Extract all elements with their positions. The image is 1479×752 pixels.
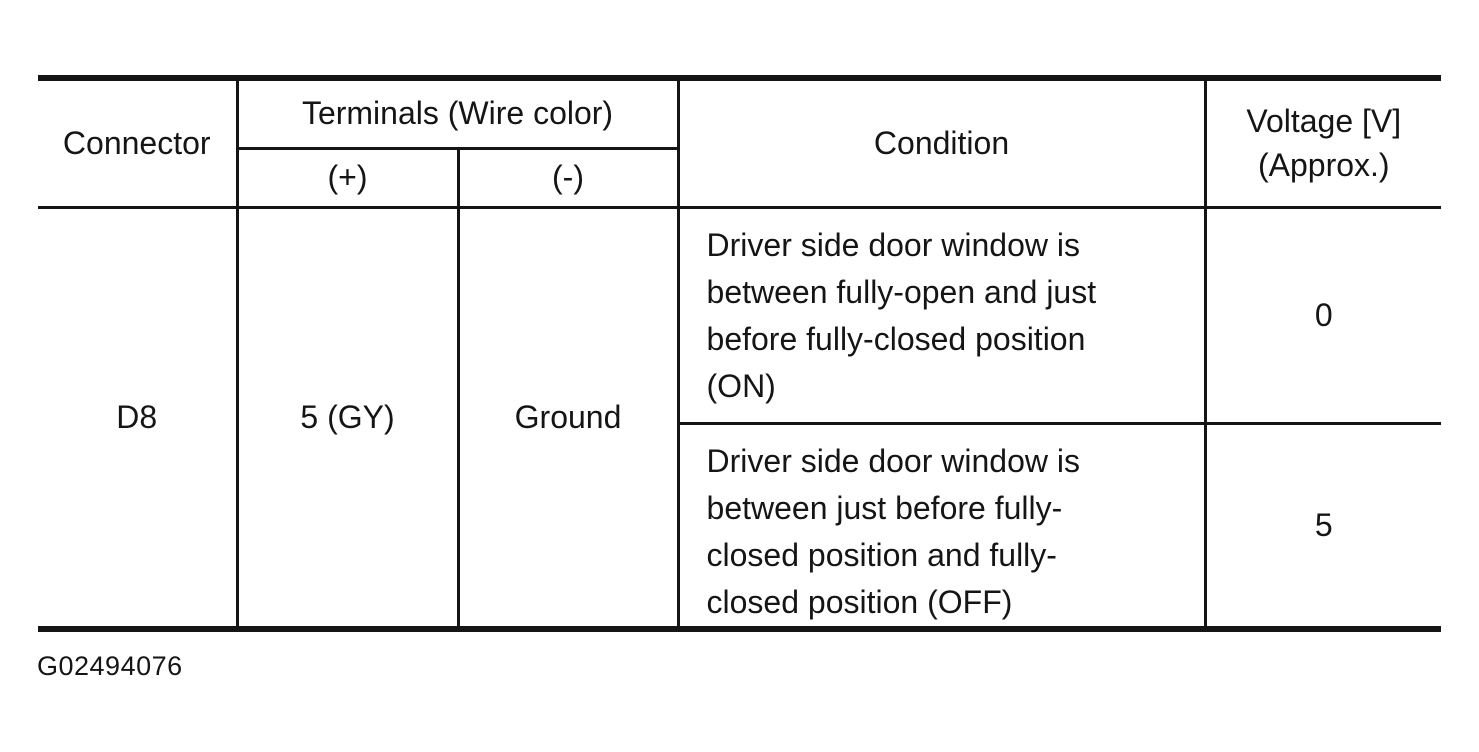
cell-condition-on: Driver side door window is between fully… bbox=[676, 207, 1207, 425]
cell-connector: D8 bbox=[38, 207, 239, 629]
header-terminal-plus: (+) bbox=[235, 148, 460, 209]
header-condition: Condition bbox=[676, 78, 1207, 209]
header-terminals: Terminals (Wire color) bbox=[235, 78, 680, 150]
cell-terminal-plus: 5 (GY) bbox=[235, 207, 460, 629]
cell-voltage-on: 0 bbox=[1203, 207, 1442, 425]
voltage-spec-table: Connector Terminals (Wire color) Conditi… bbox=[38, 75, 1442, 632]
header-connector: Connector bbox=[38, 78, 239, 209]
header-terminal-minus: (-) bbox=[456, 148, 680, 209]
cell-terminal-minus: Ground bbox=[456, 207, 680, 629]
figure-id: G02494076 bbox=[37, 651, 183, 681]
cell-voltage-off: 5 bbox=[1203, 423, 1442, 629]
header-voltage: Voltage [V] (Approx.) bbox=[1203, 78, 1442, 209]
cell-condition-off: Driver side door window is between just … bbox=[676, 423, 1207, 629]
